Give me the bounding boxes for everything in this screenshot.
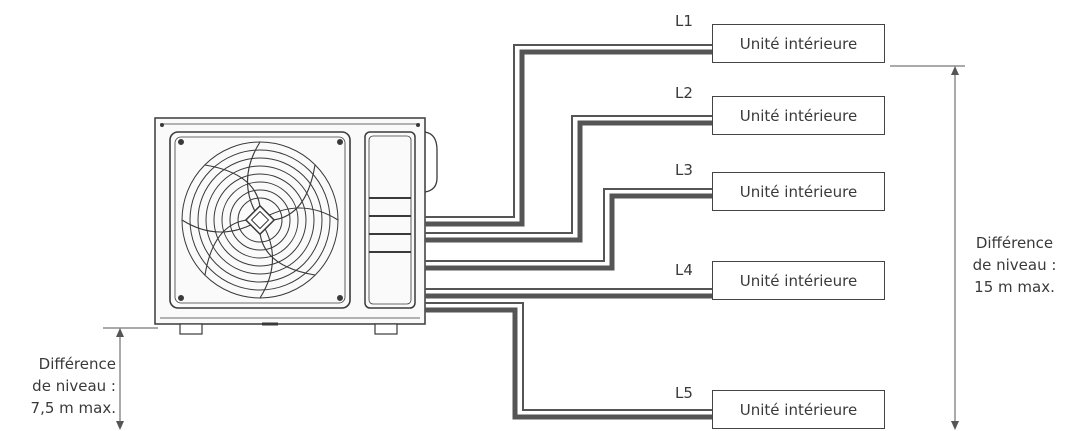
pipe-l2-thin [425, 115, 712, 234]
note-line: Différence [38, 355, 116, 373]
note-line: de niveau : [32, 377, 116, 395]
indoor-unit-label: Unité intérieure [739, 400, 858, 419]
line-label-l1: L1 [675, 12, 693, 30]
level-difference-note-left: Différence de niveau : 7,5 m max. [8, 353, 116, 419]
indoor-unit-3: Unité intérieure [712, 172, 885, 211]
level-difference-note-right: Différence de niveau : 15 m max. [962, 232, 1067, 298]
line-label-l4: L4 [675, 261, 693, 279]
indoor-unit-4: Unité intérieure [712, 261, 885, 300]
pipe-l1-thin [425, 44, 712, 218]
line-label-l5: L5 [675, 384, 693, 402]
note-line: 7,5 m max. [30, 399, 116, 417]
indoor-unit-2: Unité intérieure [712, 96, 885, 135]
indoor-unit-label: Unité intérieure [739, 34, 858, 53]
indoor-unit-label: Unité intérieure [739, 106, 858, 125]
pipe-l5-thin [425, 302, 712, 411]
pipe-l1-thick [425, 49, 712, 227]
indoor-unit-1: Unité intérieure [712, 24, 885, 63]
pipe-l5-thick [425, 307, 712, 420]
refrigerant-pipes [425, 44, 712, 420]
pipe-l3-thick [425, 193, 712, 271]
indoor-unit-label: Unité intérieure [739, 271, 858, 290]
outdoor-unit [154, 117, 438, 335]
line-label-l2: L2 [675, 84, 693, 102]
line-label-l3: L3 [675, 161, 693, 179]
pipe-l3-thin [425, 188, 712, 262]
indoor-unit-label: Unité intérieure [739, 182, 858, 201]
dimension-lines [103, 65, 965, 430]
pipe-l2-thick [425, 120, 712, 243]
indoor-unit-5: Unité intérieure [712, 390, 885, 429]
note-line: Différence [975, 234, 1054, 252]
note-line: de niveau : [972, 256, 1057, 274]
note-line: 15 m max. [974, 278, 1055, 296]
